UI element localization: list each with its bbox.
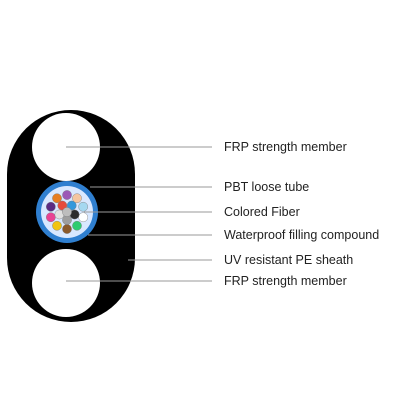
fiber-15 xyxy=(57,200,68,211)
label-colored-fiber: Colored Fiber xyxy=(224,205,300,219)
fiber-8 xyxy=(46,212,56,223)
fiber-16 xyxy=(62,207,72,217)
frp-strength-member-bottom xyxy=(32,249,100,317)
label-frp-bottom: FRP strength member xyxy=(224,274,347,288)
fiber-9 xyxy=(46,201,56,212)
fiber-5 xyxy=(72,220,82,231)
fiber-6 xyxy=(62,224,72,234)
label-frp-top: FRP strength member xyxy=(224,140,347,154)
fiber-4 xyxy=(78,212,88,223)
label-pe-sheath: UV resistant PE sheath xyxy=(224,253,353,267)
fiber-7 xyxy=(52,220,62,231)
fiber-2 xyxy=(72,193,82,204)
label-filling-compound: Waterproof filling compound xyxy=(224,228,379,242)
label-pbt-tube: PBT loose tube xyxy=(224,180,309,194)
fiber-1 xyxy=(62,190,72,200)
fiber-3 xyxy=(78,201,88,212)
fiber-10 xyxy=(52,193,62,204)
leader-lines xyxy=(66,146,212,282)
colored-fibers xyxy=(46,190,88,234)
